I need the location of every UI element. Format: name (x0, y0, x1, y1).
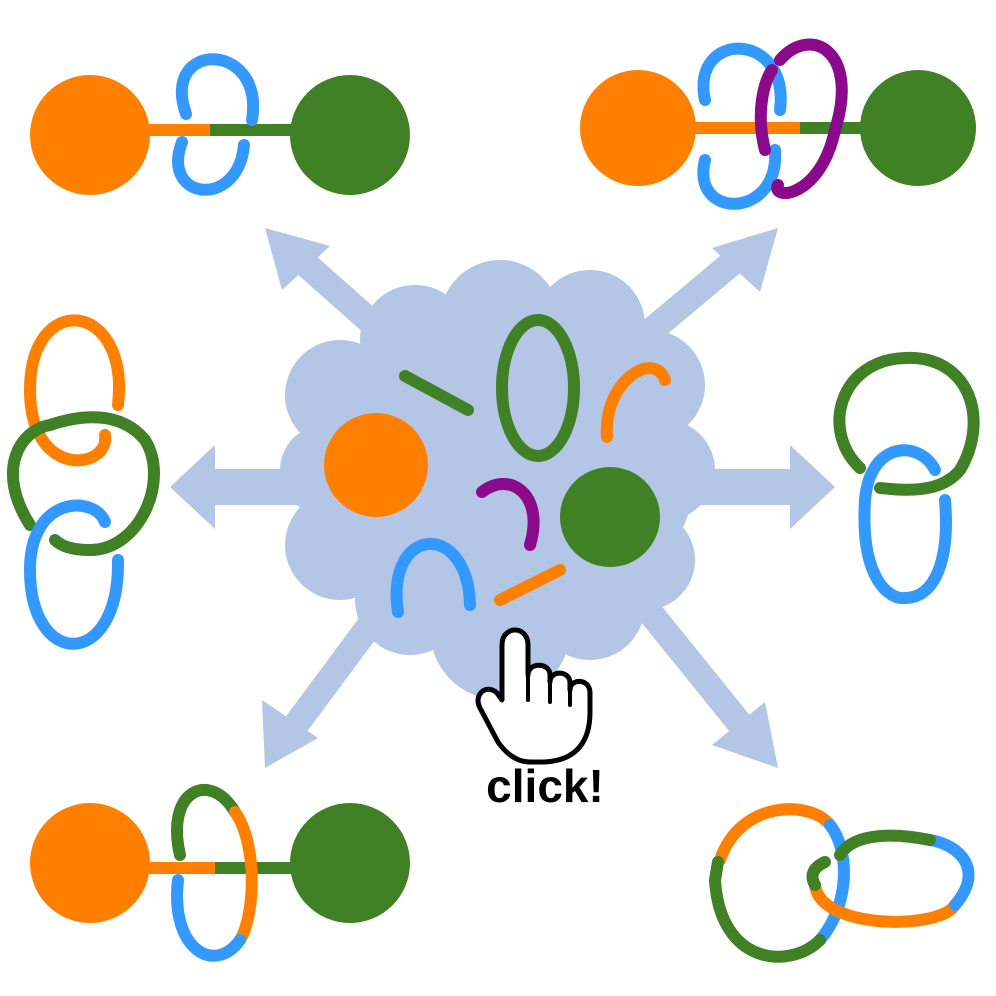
green-stopper (290, 75, 410, 195)
orange-ring (23, 314, 125, 467)
orange-stopper (30, 803, 150, 923)
ring2-blue-segment (924, 834, 975, 911)
blue-arc-fragment (390, 537, 476, 618)
arrow-bottom-right (629, 591, 778, 768)
click-caption: click! (486, 760, 604, 812)
arrow-top-right (631, 228, 778, 350)
pointing-hand-icon (475, 627, 593, 765)
blue-ring (858, 444, 952, 605)
green-axle-fragment (399, 370, 474, 416)
green-ring-free (496, 314, 580, 462)
rotaxane-mixed-ring (30, 784, 410, 962)
arrow-top-left (265, 228, 389, 340)
ring2-green-segment (834, 829, 936, 861)
purple-arc-fragment (476, 478, 540, 551)
arrows (170, 228, 835, 768)
ring-green-segment (171, 784, 241, 861)
linear-catenane (6, 314, 160, 650)
orange-stopper-free (324, 413, 428, 517)
blue-ring (23, 499, 125, 650)
cloud-components (324, 314, 671, 618)
ring2-orange-segment (809, 879, 961, 928)
ring1-blue-segment (814, 819, 850, 946)
arrow-left (170, 445, 300, 529)
green-ring (833, 351, 980, 496)
rotaxane-blue-purple (580, 38, 976, 210)
mixture-cloud (280, 260, 715, 700)
purple-ring (754, 38, 848, 199)
green-stopper-free (560, 467, 660, 567)
orange-axle-fragment (494, 564, 566, 606)
orange-stopper (580, 70, 696, 186)
ring1-green-segment (708, 856, 826, 963)
arrow-bottom-left (262, 617, 381, 768)
orange-arc-fragment (600, 362, 671, 443)
ring2-green-inner (806, 856, 831, 891)
orange-stopper (30, 75, 150, 195)
ring1-orange-segment (714, 803, 836, 866)
catenane-green-blue (833, 351, 980, 605)
green-stopper (290, 803, 410, 923)
ring-orange-segment (229, 806, 258, 946)
blue-ring (172, 53, 260, 196)
rotaxane-blue (30, 53, 410, 196)
catenane-multicolor (708, 803, 975, 963)
ring-blue-segment (171, 874, 246, 962)
green-stopper (860, 70, 976, 186)
blue-ring (697, 42, 787, 210)
green-ring (6, 411, 160, 557)
